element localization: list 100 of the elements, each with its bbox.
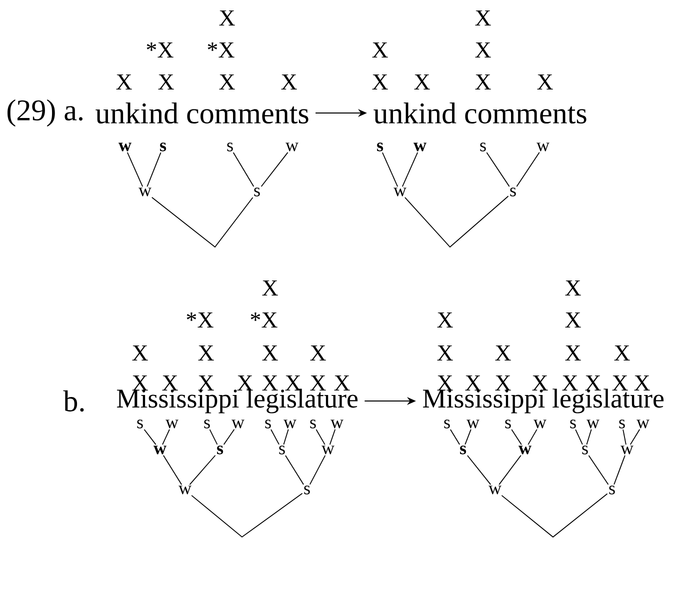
grid-mark: X	[562, 375, 578, 391]
grid-mark: X	[132, 375, 148, 391]
tree-label: s	[160, 142, 166, 152]
example-number: (29) a.	[8, 99, 83, 127]
grid-mark: X	[495, 345, 511, 361]
tree-label: w	[586, 420, 600, 428]
tree-label: s	[279, 446, 285, 454]
branch-line	[486, 152, 510, 187]
tree-label: s	[619, 420, 625, 428]
grid-mark: X	[310, 375, 326, 391]
tree-label: w	[232, 420, 244, 428]
tree-label: w	[284, 420, 296, 428]
tree-label: w	[394, 188, 406, 196]
tree-label: s	[137, 420, 143, 428]
grid-mark: X	[285, 375, 301, 391]
tree-label: s	[310, 420, 316, 428]
example-number: b.	[63, 390, 84, 412]
branch-line	[501, 493, 608, 538]
branch-line	[404, 196, 509, 248]
branch-line	[450, 429, 460, 445]
grid-mark: *X	[186, 312, 214, 328]
tree-label: w	[154, 446, 166, 454]
branch-line	[614, 454, 626, 485]
branch-line	[630, 428, 640, 446]
grid-mark: X	[132, 345, 148, 361]
branch-line	[283, 428, 289, 445]
branch-line	[151, 196, 254, 248]
grid-mark: *X	[146, 42, 174, 58]
grid-mark: X	[281, 74, 297, 90]
grid-mark: X	[565, 345, 581, 361]
tree-label: w	[488, 486, 502, 494]
tree-label: w	[414, 142, 426, 152]
branch-line	[146, 152, 162, 188]
tree-label: w	[466, 420, 480, 428]
grid-mark: X	[634, 375, 650, 391]
tree-label: w	[534, 420, 546, 428]
branch-line	[329, 428, 336, 446]
tree-label: s	[217, 446, 224, 454]
grid-mark: X	[537, 74, 553, 90]
branch-line	[516, 152, 540, 187]
tree-label: w	[178, 486, 192, 494]
grid-mark: X	[437, 312, 453, 328]
branch-line	[232, 152, 254, 187]
grid-mark: X	[262, 345, 278, 361]
grid-mark: X	[334, 375, 350, 391]
grid-mark: X	[372, 74, 388, 90]
tree-label: s	[510, 188, 516, 196]
branch-line	[464, 428, 472, 445]
branch-line	[144, 429, 156, 446]
tree-label: s	[265, 420, 271, 428]
tree-label: w	[118, 142, 132, 152]
branch-line	[511, 429, 522, 446]
grid-mark: X	[495, 375, 511, 391]
tree-label: s	[254, 188, 260, 196]
tree-label: s	[505, 420, 511, 428]
branch-line	[466, 455, 492, 486]
branch-line	[575, 429, 583, 445]
grid-mark: X	[310, 345, 326, 361]
tree-label: w	[518, 446, 532, 454]
grid-mark: X	[198, 345, 214, 361]
grid-mark: X	[219, 10, 235, 26]
tree-label: s	[304, 486, 310, 494]
grid-mark: X	[565, 312, 581, 328]
tree-label: w	[286, 142, 298, 152]
tree-label: s	[582, 446, 588, 454]
branch-line	[528, 428, 538, 446]
tree-label: s	[609, 486, 615, 494]
grid-mark: X	[162, 375, 178, 391]
branch-line	[209, 429, 218, 445]
tree-label: w	[322, 446, 334, 454]
branch-line	[622, 429, 626, 446]
branch-line	[586, 428, 592, 445]
phrase: unkind comments	[374, 102, 586, 124]
phrase: unkind comments	[96, 102, 308, 124]
tree-label: s	[460, 446, 466, 454]
tree-label: s	[227, 142, 233, 152]
tree-label: w	[636, 420, 650, 428]
grid-mark: X	[532, 375, 548, 391]
tree-label: w	[166, 420, 178, 428]
grid-mark: X	[585, 375, 601, 391]
grid-mark: X	[262, 280, 278, 296]
tree-label: w	[138, 188, 152, 196]
branch-line	[382, 152, 398, 188]
tree-label: w	[536, 142, 550, 152]
tree-label: s	[204, 420, 210, 428]
grid-mark: X	[262, 375, 278, 391]
grid-mark: *X	[208, 42, 234, 58]
branch-line	[309, 454, 326, 485]
grid-mark: X	[158, 74, 174, 90]
grid-mark: X	[437, 345, 453, 361]
branch-line	[270, 429, 280, 445]
tree-label: s	[444, 420, 450, 428]
grid-mark: X	[614, 345, 630, 361]
branch-line	[316, 429, 326, 446]
grid-mark: X	[219, 74, 235, 90]
grid-mark: X	[565, 280, 581, 296]
grid-mark: X	[475, 10, 491, 26]
grid-mark: X	[465, 375, 481, 391]
branch-line	[498, 454, 522, 486]
tree-label: w	[620, 446, 634, 454]
